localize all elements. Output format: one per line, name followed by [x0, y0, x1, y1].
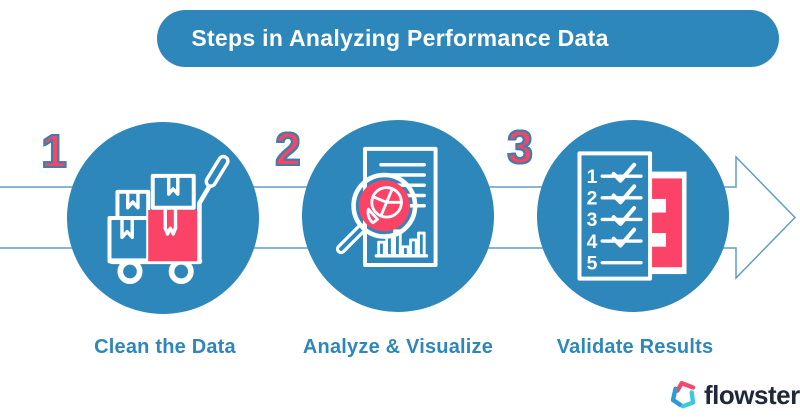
step-2-number: 2	[274, 123, 302, 175]
flowster-logo-icon	[670, 380, 696, 409]
page-title: Steps in Analyzing Performance Data	[191, 25, 609, 51]
flowster-logo-text: flowster	[704, 380, 800, 410]
svg-text:4: 4	[587, 231, 598, 253]
step-1-number: 1	[40, 125, 68, 177]
title-banner	[157, 10, 779, 67]
svg-text:2: 2	[587, 188, 598, 210]
step-3-number: 3	[506, 121, 534, 173]
flowster-logo: flowster	[668, 380, 800, 410]
svg-text:1: 1	[587, 166, 598, 188]
step-3-label: Validate Results	[556, 336, 714, 358]
step-2-circle	[302, 120, 494, 312]
step-1-circle	[67, 122, 259, 314]
step-1-label: Clean the Data	[94, 336, 236, 358]
svg-text:5: 5	[587, 253, 598, 275]
step-3-circle: 1 2 3 4 5	[537, 120, 729, 312]
checklist-icon: 1 2 3 4 5	[577, 151, 687, 281]
magnifier-pie-chart-icon	[335, 146, 438, 267]
hand-truck-boxes-icon	[107, 154, 230, 285]
svg-text:3: 3	[587, 209, 598, 231]
step-2-label: Analyze & Visualize	[302, 336, 494, 358]
